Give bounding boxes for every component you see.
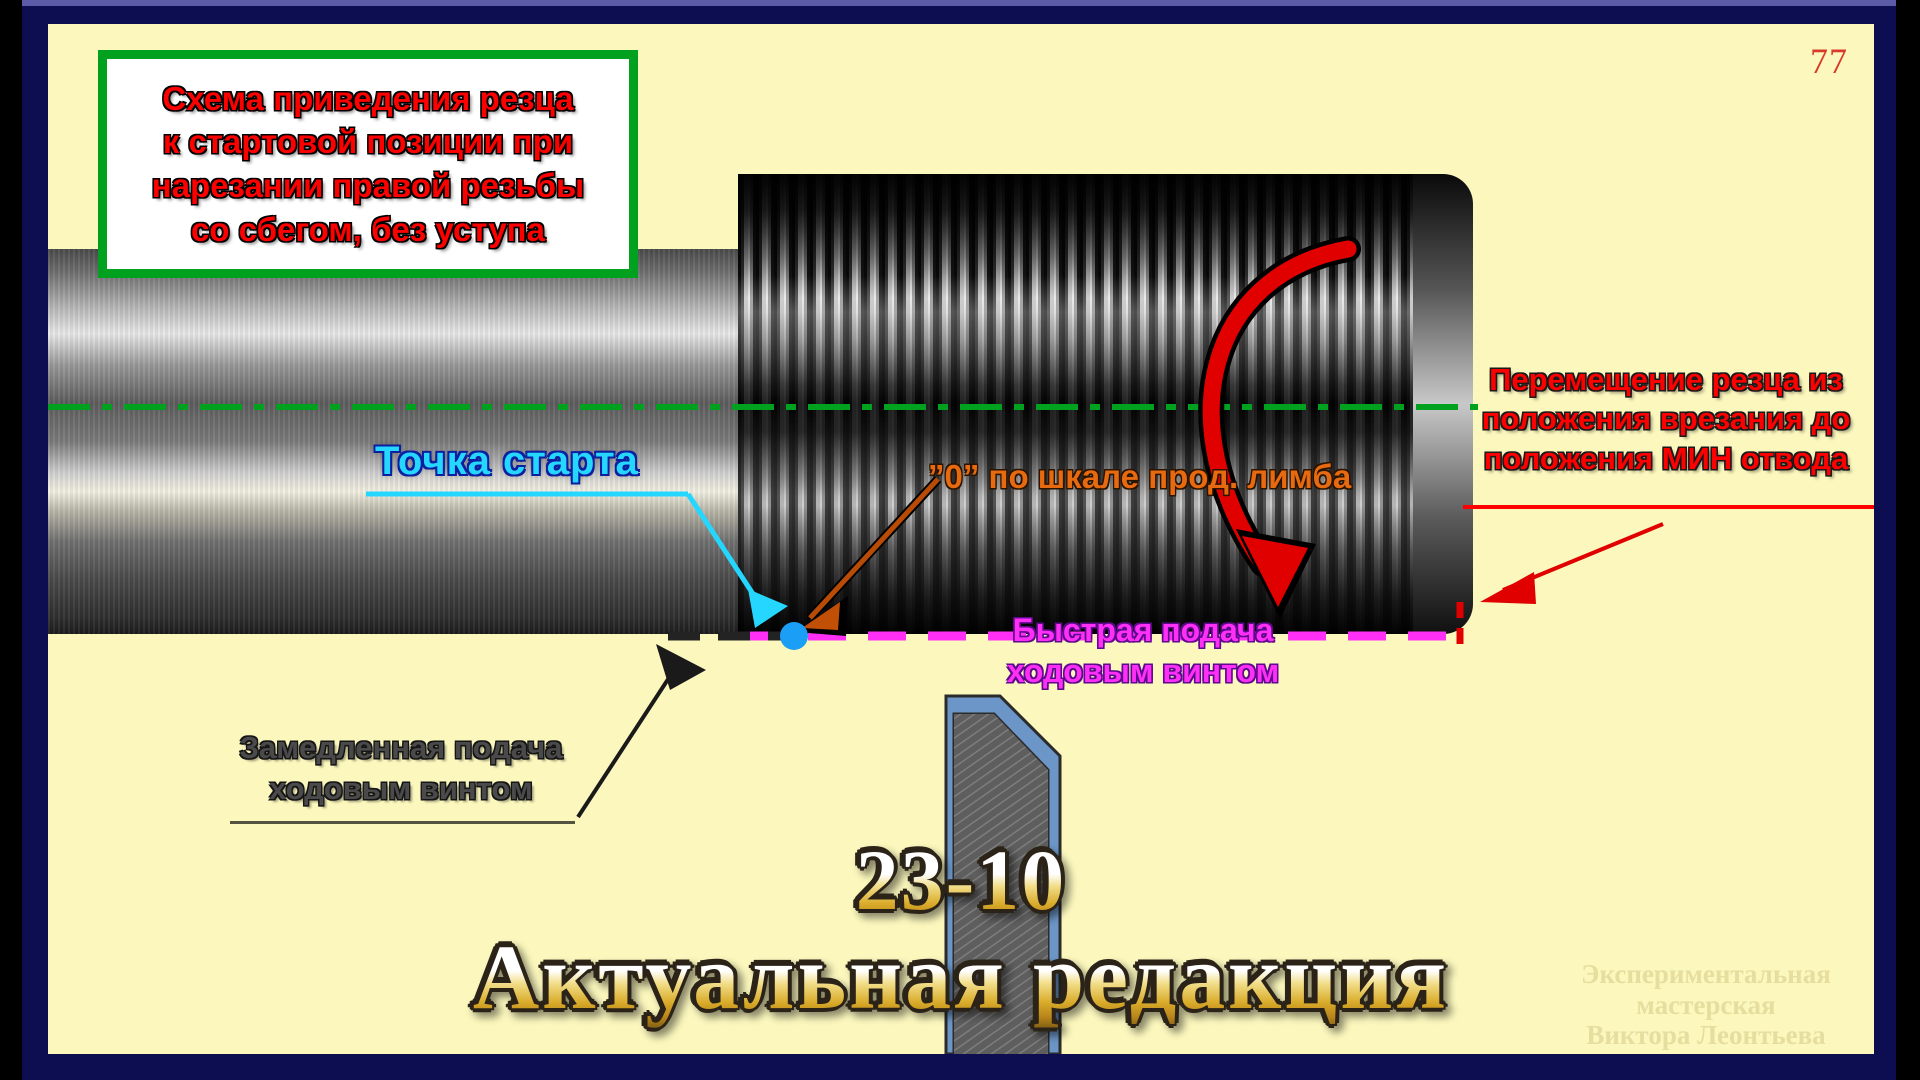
frame-right-black bbox=[1896, 0, 1920, 1080]
slide-canvas: Схема приведения резца к стартовой позиц… bbox=[48, 24, 1874, 1054]
right-annotation-line-2: положения врезания до bbox=[1481, 401, 1851, 437]
title-line-4: со сбегом, без уступа bbox=[191, 210, 545, 248]
slow-feed-label: Замедленная подача ходовым винтом bbox=[226, 728, 576, 810]
workpiece-threaded-section bbox=[738, 174, 1458, 634]
right-annotation-underline bbox=[1463, 505, 1874, 509]
title-line-2: к стартовой позиции при bbox=[162, 123, 574, 161]
workpiece-end-face bbox=[1413, 174, 1473, 634]
fast-feed-line-1: Быстрая подача bbox=[1012, 612, 1274, 648]
title-line-1: Схема приведения резца bbox=[162, 79, 574, 117]
fast-feed-label: Быстрая подача ходовым винтом bbox=[988, 610, 1298, 692]
page-number: 77 bbox=[1810, 41, 1848, 81]
zero-scale-label: ”0” по шкале прод. лимба bbox=[928, 458, 1352, 495]
edition-title: Актуальная редакция bbox=[48, 924, 1874, 1030]
title-line-3: нарезании правой резьбы bbox=[151, 167, 585, 204]
slow-feed-line-1: Замедленная подача bbox=[239, 730, 563, 765]
slow-feed-underline bbox=[230, 821, 575, 824]
title-callout-box: Схема приведения резца к стартовой позиц… bbox=[98, 50, 638, 278]
slow-feed-pointer-line bbox=[576, 662, 680, 819]
start-point-label: Точка старта bbox=[375, 439, 639, 483]
fast-feed-line-2: ходовым винтом bbox=[1006, 652, 1280, 689]
slow-feed-line-2: ходовым винтом bbox=[269, 770, 533, 806]
min-retract-pointer-arrow-icon bbox=[1480, 572, 1536, 604]
workpiece-smooth-section bbox=[48, 249, 748, 634]
version-number: 23-10 bbox=[48, 830, 1874, 930]
right-annotation-line-3: положения МИН отвода bbox=[1483, 440, 1849, 476]
right-annotation-line-1: Перемещение резца из bbox=[1489, 362, 1843, 397]
slow-feed-pointer-arrow-icon bbox=[656, 644, 706, 690]
min-retract-pointer-line bbox=[1502, 522, 1664, 592]
right-annotation: Перемещение резца из положения врезания … bbox=[1466, 360, 1866, 478]
